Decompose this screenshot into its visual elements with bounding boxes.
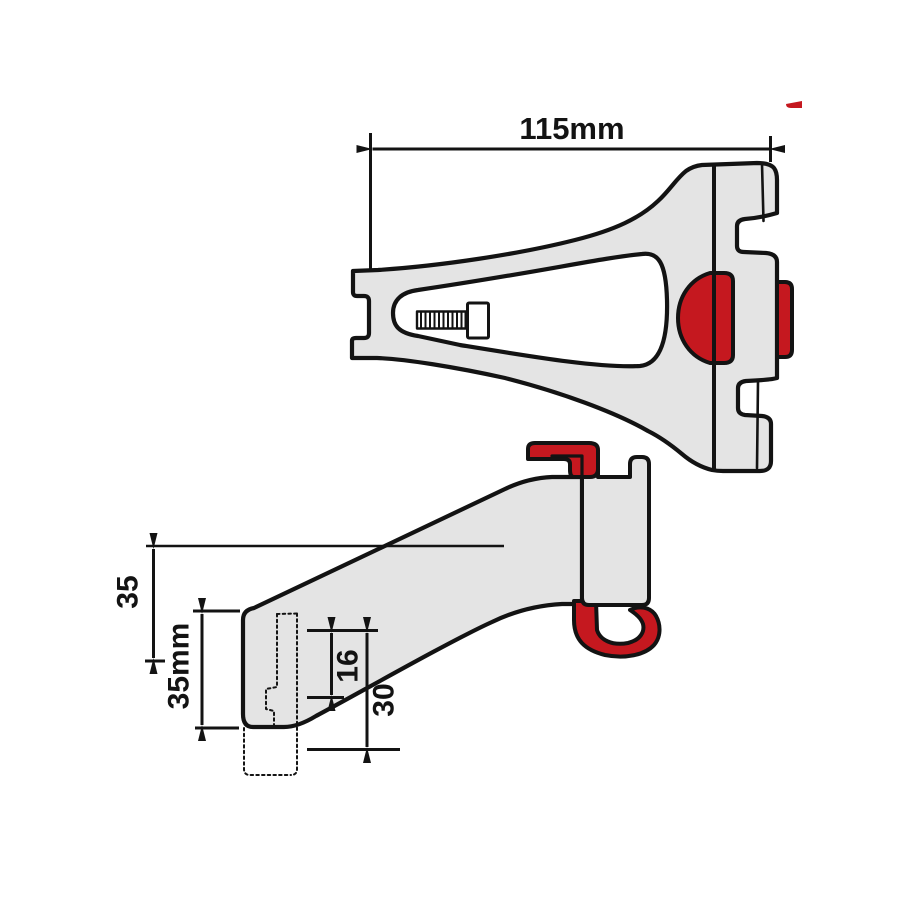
mounting-screw-icon (415, 301, 490, 340)
dimension-slot-height: 16 (307, 617, 378, 711)
dimension-label-lower-depth: 30 (368, 683, 401, 716)
side-tab (775, 280, 794, 359)
top-view-adapter-plate (349, 160, 794, 474)
dimension-label-slot-height: 16 (332, 649, 365, 682)
dimension-end-height: 35mm (163, 598, 240, 741)
dimension-overall-width: 115mm (356, 111, 785, 270)
hidden-contour-dashed (243, 612, 298, 776)
top-clip-step-line (550, 454, 584, 479)
dimension-label-end-height: 35mm (163, 623, 196, 710)
release-button (676, 271, 735, 365)
bracket-arm (240, 474, 585, 730)
dimension-drop-offset: 35 (112, 533, 504, 674)
logo-fragment-icon (786, 101, 802, 108)
adapter-plate-body (349, 160, 780, 474)
flange-seam-bottom (755, 380, 760, 470)
safety-hook (572, 599, 662, 659)
dimension-label-drop-offset: 35 (112, 575, 145, 608)
side-view-bracket-arm (240, 441, 662, 776)
dimension-label-overall-width: 115mm (519, 111, 624, 146)
top-clip (526, 441, 600, 479)
flange-seam-top (760, 162, 765, 223)
dimension-lower-depth: 30 (307, 617, 401, 763)
